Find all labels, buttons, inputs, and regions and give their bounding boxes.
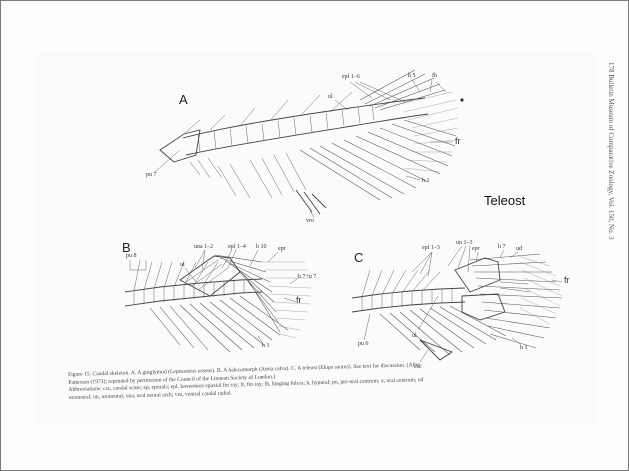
panel-a-letter: A — [179, 92, 188, 107]
panel-b-label-h1: h 1 — [262, 343, 270, 349]
panel-b-label-epl: epl 1–4 — [228, 244, 246, 250]
panel-c-label-pu6: pu 6 — [358, 341, 369, 347]
panel-b-label-h7: h 7+u 7 — [298, 274, 316, 280]
panel-b-label-pu8: pu 8 — [126, 253, 137, 259]
panel-a-label-pu7: pu 7 — [146, 172, 157, 178]
panel-c-label-fr: fr — [564, 276, 570, 285]
panel-c-label-epr: epr — [472, 246, 480, 252]
panel-b-label-epr: epr — [278, 246, 286, 252]
panel-c-label-ud: ud — [516, 246, 522, 252]
panel-c-vertebral-column — [352, 270, 465, 312]
panel-c-fin-rays — [380, 254, 562, 360]
panel-c-label-epl: epl 1–3 — [422, 245, 440, 251]
panel-b-label-ul: ul — [180, 262, 185, 268]
panel-a-label-vo: vro — [306, 218, 314, 224]
running-head: 178 Bulletin Museum of Comparative Zoolo… — [601, 62, 615, 312]
panel-a-label-hs: h 5 — [408, 73, 416, 79]
panel-b-label-h10: h 10 — [256, 244, 267, 250]
panel-c-label-h7: h 7 — [498, 244, 506, 250]
panel-a-label-ul: ul — [328, 94, 333, 100]
panel-c-label-ul: ul — [412, 333, 417, 339]
panel-a-label-fh: fh — [432, 73, 437, 79]
panel-c-letter: C — [354, 250, 363, 265]
panel-b-label-fr: fr — [296, 296, 302, 305]
panel-a-label-h1: h 1 — [422, 178, 430, 184]
panel-c-leader-lines — [364, 246, 562, 362]
panel-c-label-un: un 1–3 — [456, 240, 473, 246]
panel-a-label-fr: fr — [455, 137, 461, 146]
panel-c-label-h1: h 1 — [520, 345, 528, 351]
panel-a-label-epl: epl 1–6 — [342, 74, 360, 80]
panel-b-label-una: una 1–2 — [194, 244, 213, 250]
teleost-label: Teleost — [484, 193, 525, 208]
